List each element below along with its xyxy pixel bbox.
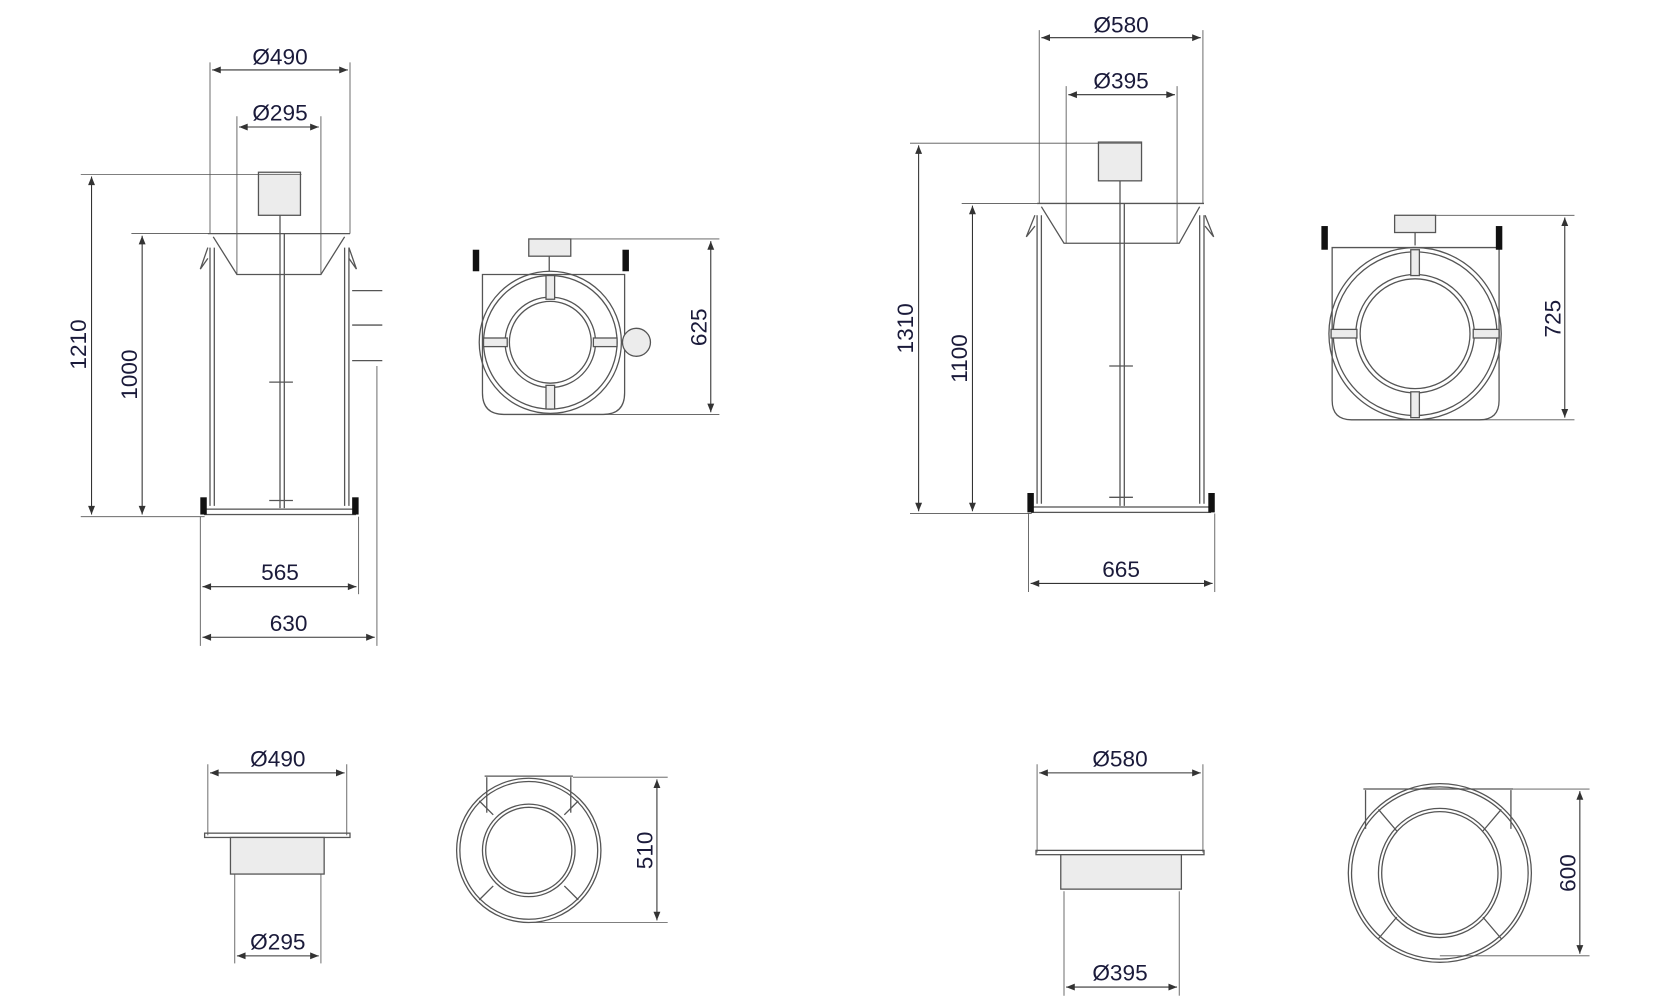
dim-small-overall-width: 630	[270, 611, 308, 636]
large-ring-view: 600	[1347, 782, 1590, 963]
wheel-icon	[200, 497, 207, 515]
sign-board	[257, 171, 302, 216]
dim-large-total-height: 1310	[893, 303, 918, 353]
dim-large-top-depth: 725	[1540, 300, 1565, 338]
dim-small-rim-height: 1000	[117, 349, 142, 399]
dim-small-top-diameter: Ø490	[252, 45, 307, 70]
small-front-view: Ø490 Ø295 1210 1000 565 630	[66, 45, 383, 646]
dim-large-top-diameter: Ø580	[1093, 12, 1148, 37]
small-ring-view: 510	[455, 775, 668, 924]
dim-small-funnel-top: Ø490	[250, 746, 305, 771]
dim-large-funnel-top: Ø580	[1092, 746, 1147, 771]
dim-large-ring-depth: 600	[1556, 854, 1581, 892]
dim-large-bottom-diameter: Ø395	[1093, 68, 1148, 93]
dim-large-rim-height: 1100	[947, 334, 972, 383]
dim-small-ring-depth: 510	[633, 832, 658, 870]
dim-small-top-depth: 625	[686, 308, 711, 346]
wheel-icon	[352, 497, 359, 515]
dim-small-funnel-bottom: Ø295	[250, 929, 305, 954]
dim-large-funnel-bottom: Ø395	[1092, 961, 1147, 986]
small-funnel-view: Ø490 Ø295	[203, 746, 351, 964]
dim-small-bottom-diameter: Ø295	[252, 101, 307, 126]
small-top-view: 625	[472, 238, 720, 416]
dim-small-total-height: 1210	[66, 319, 91, 369]
large-front-view: Ø580 Ø395 1310 1100 665	[893, 12, 1216, 593]
large-funnel-view: Ø580 Ø395	[1035, 746, 1205, 996]
large-top-view: 725	[1321, 214, 1575, 421]
dim-large-base-width: 665	[1102, 557, 1140, 582]
dim-small-base-width: 565	[261, 560, 299, 585]
